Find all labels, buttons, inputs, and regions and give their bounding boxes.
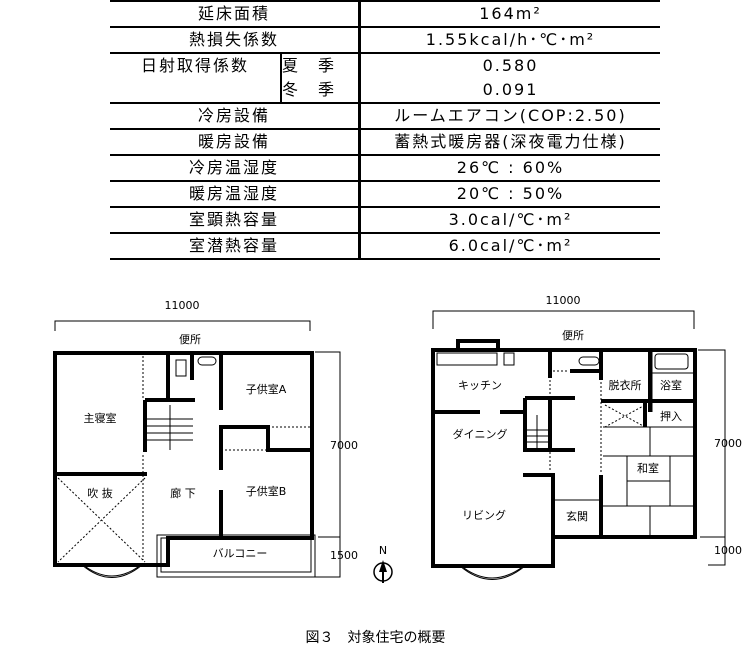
room-label-dining: ダイニング [453,427,508,441]
row-value: 蓄熱式暖房器(深夜電力仕様) [358,128,660,156]
first-floor-plan [431,310,726,580]
row-label: 冷房温湿度 [110,154,360,182]
north-label: N [379,544,387,557]
room-label-kitchen: キッチン [458,379,502,392]
row-label: 暖房設備 [110,128,360,156]
room-label-kids-room-a: 子供室A [246,382,287,396]
room-label-kids-room-b: 子供室B [246,484,287,498]
walls [431,339,697,568]
room-label-living: リビング [462,508,506,522]
room-label-hallway: 廊 下 [170,486,196,500]
second-floor-plan [53,320,341,578]
room-label-toilet: 便所 [562,329,584,342]
table-row: 冷房設備ルームエアコン(COP:2.50) [110,102,660,130]
depth-dimension: 7000 [330,439,358,452]
row-value: 3.0cal/℃･m² [358,206,660,234]
balcony-outline [156,534,316,578]
row-value: ルームエアコン(COP:2.50) [358,102,660,130]
row-value: 6.0cal/℃･m² [358,232,660,260]
row-label: 熱損失係数 [110,26,360,54]
width-dimension-line [54,320,311,331]
row-label: 室潜熱容量 [110,232,360,260]
figure-caption: 図３ 対象住宅の概要 [305,630,446,646]
room-label-closet: 押入 [660,409,682,423]
row-label: 室顕熱容量 [110,206,360,234]
winter-value: 0.091 [358,78,660,104]
north-arrow-icon: N [373,544,393,583]
depth-dimension-line [698,349,726,566]
room-label-japanese-room: 和室 [637,461,659,475]
width-dimension: 11000 [165,299,200,312]
row-label: 暖房温湿度 [110,180,360,208]
room-label-balcony: バルコニー [213,547,268,560]
depth-dimension: 7000 [714,437,742,450]
table-row: 暖房設備蓄熱式暖房器(深夜電力仕様) [110,128,660,156]
row-value: 26℃ : 60% [358,154,660,182]
winter-label: 冬 季 [280,78,360,104]
room-label-void: 吹 抜 [87,486,113,500]
width-dimension-line [432,310,695,329]
extra-dimension: 1000 [714,544,742,557]
room-label-toilet: 便所 [179,333,201,346]
room-label-bathroom: 浴室 [660,378,682,392]
room-label-master-bedroom: 主寝室 [84,411,117,425]
balcony-dimension: 1500 [330,549,358,562]
walls [53,351,314,567]
row-label: 延床面積 [110,0,360,28]
row-label: 冷房設備 [110,102,360,130]
row-label: 日射取得係数 [110,52,281,104]
row-value: 164m² [358,0,660,28]
room-label-entrance: 玄関 [566,509,588,523]
summer-label: 夏 季 [280,52,360,78]
width-dimension: 11000 [546,294,581,307]
row-value: 20℃ : 50% [358,180,660,208]
row-value: 1.55kcal/h･℃･m² [358,26,660,54]
depth-dimension-line [315,351,341,578]
room-label-dressing-room: 脱衣所 [609,378,642,392]
summer-value: 0.580 [358,52,660,78]
